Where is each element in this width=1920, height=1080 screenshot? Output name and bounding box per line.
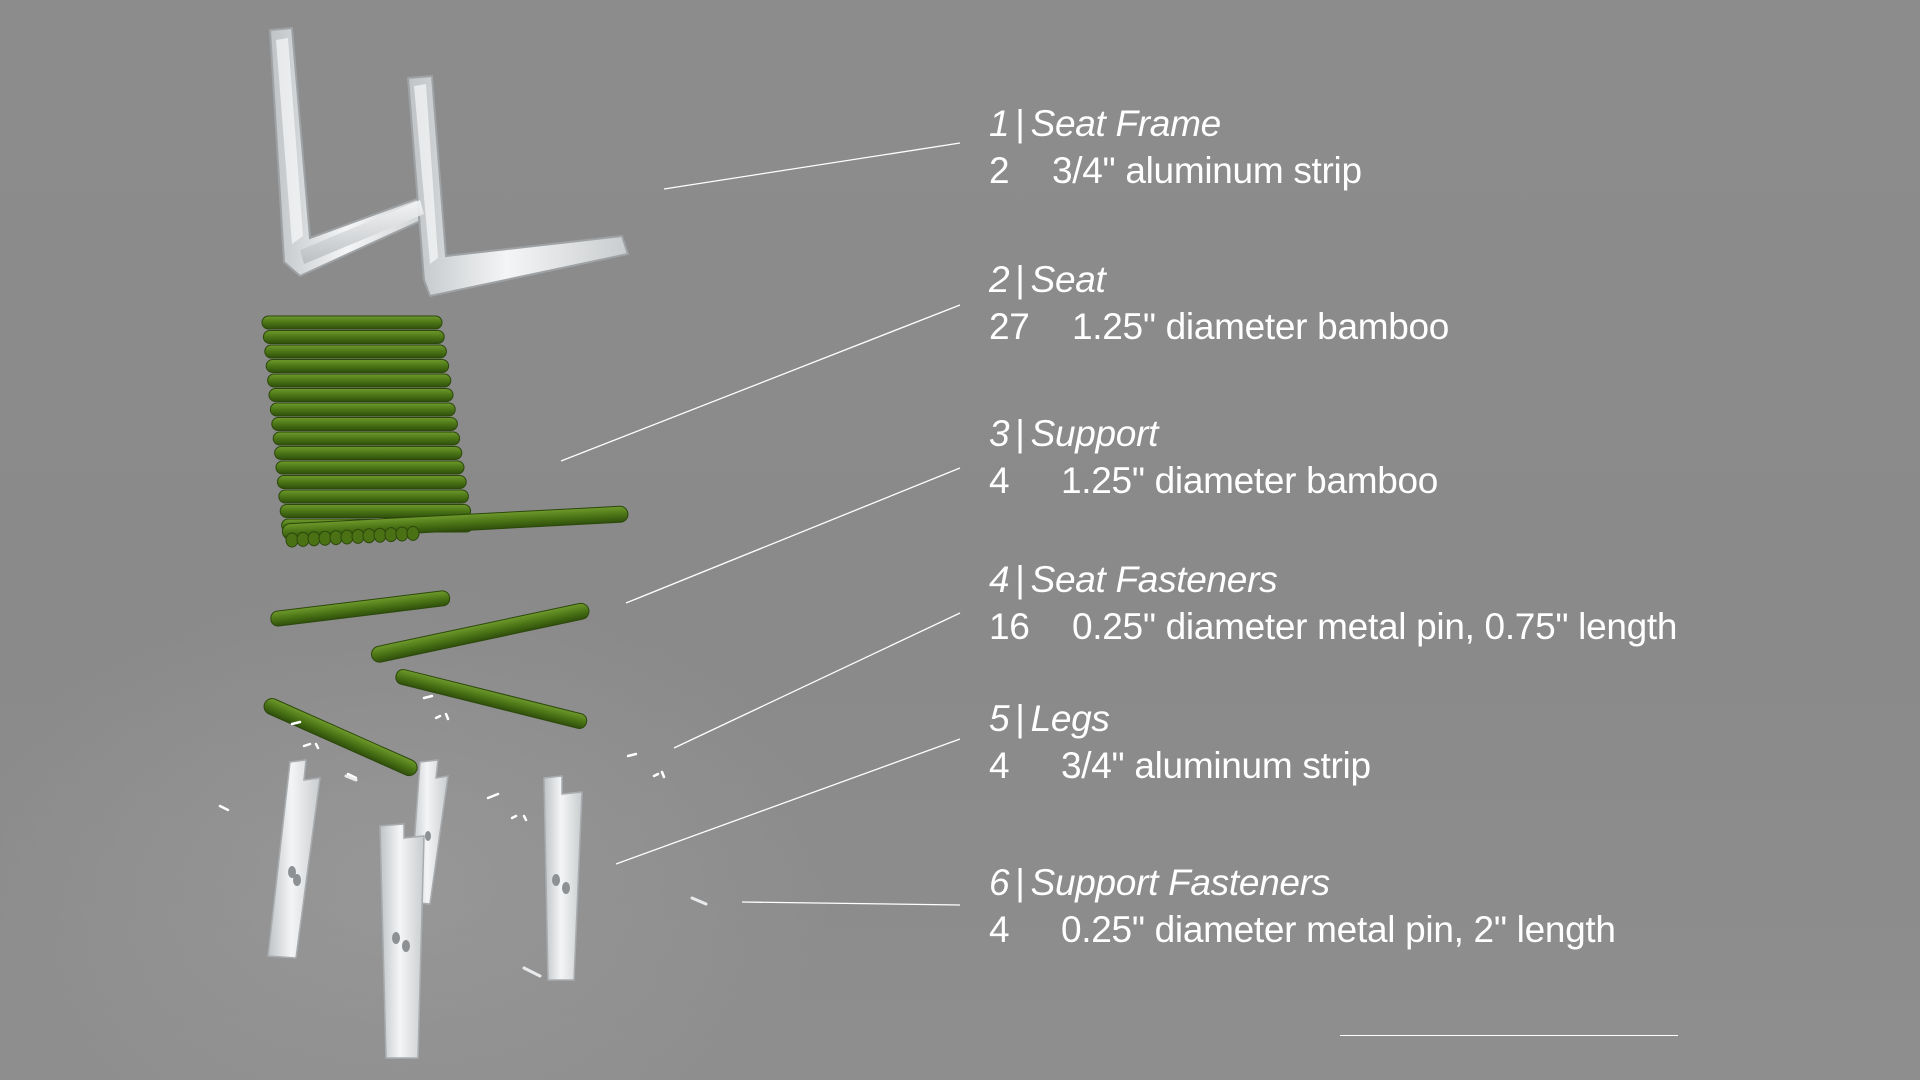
part-spec: 4 0.25" diameter metal pin, 2" length	[989, 908, 1616, 952]
part-spec: 27 1.25" diameter bamboo	[989, 305, 1449, 349]
part-number: 1	[989, 103, 1010, 144]
part-name: Legs	[1030, 698, 1110, 739]
separator: |	[1015, 559, 1025, 600]
leg	[543, 775, 583, 981]
part-number: 3	[989, 413, 1010, 454]
bamboo-slat	[269, 402, 456, 417]
separator: |	[1015, 103, 1025, 144]
support-fasteners-part	[344, 774, 708, 978]
bamboo-slat	[261, 315, 443, 330]
part-name: Support Fasteners	[1030, 862, 1331, 903]
bamboo-slat-end	[351, 528, 365, 544]
part-name: Seat Frame	[1030, 103, 1222, 144]
part-material: 3/4" aluminum strip	[1052, 150, 1362, 191]
bamboo-slat-end	[296, 531, 310, 547]
seat-frame-right	[406, 74, 630, 298]
part-number: 4	[989, 559, 1010, 600]
part-name: Seat	[1030, 259, 1106, 300]
part-quantity: 16	[989, 606, 1030, 647]
leader-line-3	[625, 467, 961, 604]
part-label-6: 6|Support Fasteners 4 0.25" diameter meta…	[989, 861, 1616, 952]
bamboo-slat	[271, 417, 458, 431]
bamboo-slat	[278, 489, 469, 504]
legs-part	[267, 759, 583, 1059]
part-label-2: 2|Seat 27 1.25" diameter bamboo	[989, 258, 1449, 349]
bamboo-slat-end	[384, 527, 398, 543]
part-number: 6	[989, 862, 1010, 903]
bamboo-slat	[267, 373, 452, 388]
footer-divider	[1340, 1035, 1678, 1036]
support-pole	[263, 698, 418, 777]
support-pole	[270, 590, 451, 627]
part-spec: 4 3/4" aluminum strip	[989, 744, 1371, 788]
part-label-4: 4|Seat Fasteners 16 0.25" diameter metal …	[989, 558, 1678, 649]
part-material: 1.25" diameter bamboo	[1072, 306, 1450, 347]
leg	[379, 823, 425, 1059]
separator: |	[1015, 698, 1025, 739]
leader-line-4	[673, 612, 961, 749]
bamboo-slat	[279, 504, 472, 518]
part-number: 5	[989, 698, 1010, 739]
leader-line-2	[560, 304, 961, 462]
part-title: 2|Seat	[989, 258, 1449, 302]
bamboo-slat-end	[373, 527, 387, 543]
bamboo-slat-end	[285, 532, 299, 548]
leader-lines	[560, 142, 961, 906]
bamboo-slat-end	[362, 528, 376, 544]
part-material: 1.25" diameter bamboo	[1061, 460, 1439, 501]
bamboo-slat	[276, 475, 467, 489]
bamboo-slat	[264, 344, 447, 359]
part-title: 5|Legs	[989, 697, 1371, 741]
bamboo-slat-end	[307, 531, 321, 547]
part-label-1: 1|Seat Frame 2 3/4" aluminum strip	[989, 102, 1362, 193]
part-title: 6|Support Fasteners	[989, 861, 1616, 905]
part-label-5: 5|Legs 4 3/4" aluminum strip	[989, 697, 1371, 788]
part-material: 3/4" aluminum strip	[1061, 745, 1371, 786]
part-name: Seat Fasteners	[1030, 559, 1278, 600]
bamboo-slat	[262, 330, 445, 344]
bamboo-slat	[274, 446, 463, 460]
part-material: 0.25" diameter metal pin, 0.75" length	[1072, 606, 1678, 647]
part-number: 2	[989, 259, 1010, 300]
part-name: Support	[1030, 413, 1159, 454]
part-title: 4|Seat Fasteners	[989, 558, 1677, 602]
leg	[267, 759, 321, 959]
part-quantity: 4	[989, 460, 1010, 501]
support-pole	[395, 668, 588, 729]
bamboo-slat	[275, 460, 465, 475]
bamboo-slat-end	[395, 526, 409, 542]
bamboo-slat-end	[406, 525, 420, 541]
bamboo-slat-end	[329, 530, 343, 546]
support-pole	[370, 602, 590, 663]
part-label-3: 3|Support 4 1.25" diameter bamboo	[989, 412, 1438, 503]
leader-line-1	[663, 142, 961, 190]
bamboo-slat	[265, 359, 450, 373]
bamboo-seat-part	[261, 315, 629, 548]
part-quantity: 2	[989, 150, 1010, 191]
part-spec: 2 3/4" aluminum strip	[989, 149, 1362, 193]
seat-fasteners-part	[218, 694, 666, 822]
bamboo-slat	[272, 431, 461, 446]
part-spec: 4 1.25" diameter bamboo	[989, 459, 1438, 503]
bamboo-slat-end	[340, 529, 354, 545]
seat-frame-part	[268, 26, 630, 298]
separator: |	[1015, 862, 1025, 903]
separator: |	[1015, 413, 1025, 454]
support-part	[263, 590, 590, 777]
part-spec: 16 0.25" diameter metal pin, 0.75" length	[989, 605, 1678, 649]
part-material: 0.25" diameter metal pin, 2" length	[1061, 909, 1616, 950]
bamboo-slat-end	[318, 530, 332, 546]
part-title: 1|Seat Frame	[989, 102, 1362, 146]
part-quantity: 27	[989, 306, 1030, 347]
part-quantity: 4	[989, 909, 1010, 950]
bamboo-slat	[268, 388, 454, 402]
part-quantity: 4	[989, 745, 1010, 786]
separator: |	[1015, 259, 1025, 300]
leader-line-5	[615, 738, 961, 865]
leader-line-6	[741, 901, 961, 906]
part-title: 3|Support	[989, 412, 1438, 456]
